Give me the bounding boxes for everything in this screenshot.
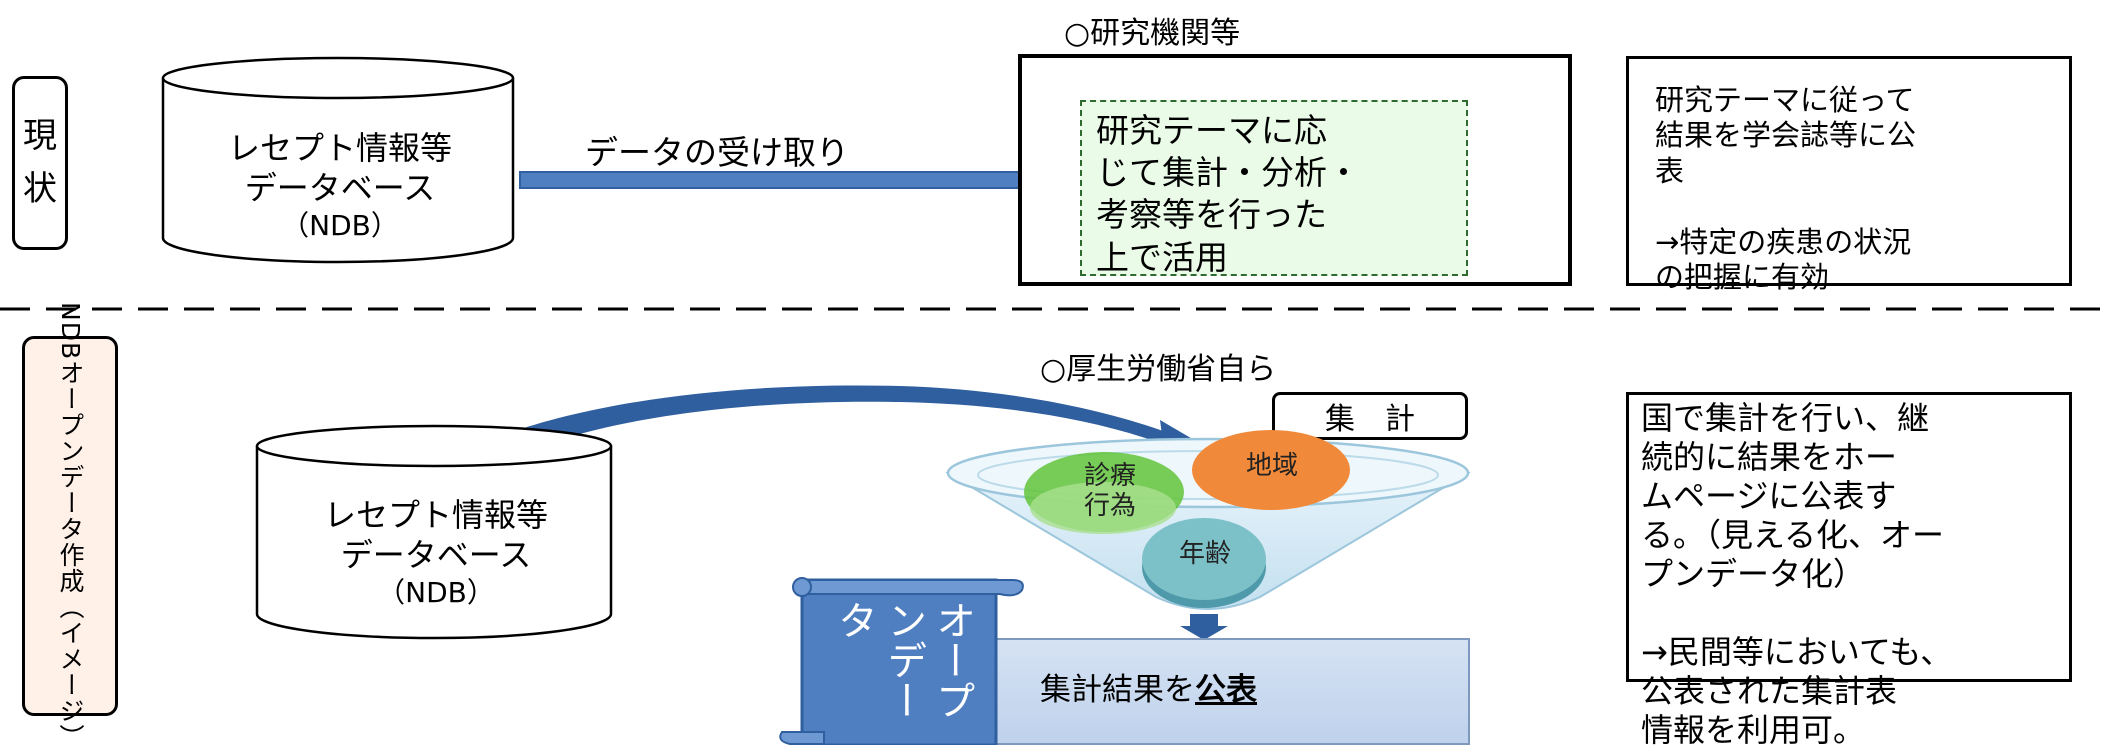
aggregate-label-box: 集 計 [1272,392,1468,440]
data-receive-arrow [519,154,1081,206]
medical-practice-label: 診療 行為 [1083,461,1136,521]
aggregate-label: 集 計 [1325,402,1415,437]
top-note-box: 研究テーマに従って 結果を学会誌等に公 表 →特定の疾患の状況 の把握に有効 [1626,56,2072,294]
current-status-char-2: 状 [23,169,57,209]
mhlw-heading: ○厚生労働省自ら [1040,352,1277,387]
publish-results-text: 集計結果を公表 [1040,672,1257,708]
open-data-scroll [779,577,1024,745]
age-circle [1142,518,1266,600]
publish-emphasis: 公表 [1195,672,1257,708]
region-circle [1192,430,1350,510]
ndb-open-data-label-text: NDBオープンデータ作成（イメージ） [56,301,85,750]
top-database-label: レセプト情報等 データベース （NDB） [227,129,452,242]
current-status-label: 現 状 [12,76,68,250]
section-divider [0,307,2105,311]
current-status-char-1: 現 [23,116,57,157]
top-database-cylinder [161,56,515,264]
research-theme-box: 研究テーマに応 じて集計・分析・ 考察等を行った 上で活用 [1080,100,1468,277]
bottom-database-label: レセプト情報等 データベース （NDB） [323,496,548,609]
ndb-open-data-label: NDBオープンデータ作成（イメージ） [22,302,118,750]
open-data-text: オープンデータ [831,600,975,720]
top-note-text: 研究テーマに従って 結果を学会誌等に公 表 →特定の疾患の状況 の把握に有効 [1655,83,1917,294]
bottom-note-box: 国で集計を行い、継 続的に結果をホー ムページに公表す る。（見える化、オー プ… [1626,392,2072,749]
research-institution-heading: ○研究機関等 [1064,16,1241,51]
region-label: 地域 [1245,451,1298,481]
medical-practice-circle-bottom [1030,482,1176,534]
publish-results-box [966,638,1470,745]
data-receive-label: データの受け取り [585,133,849,172]
down-arrow [1180,614,1228,640]
bottom-note-text: 国で集計を行い、継 続的に結果をホー ムページに公表す る。（見える化、オー プ… [1641,399,1953,750]
bottom-database-cylinder [255,424,613,640]
age-label: 年齢 [1178,539,1231,569]
